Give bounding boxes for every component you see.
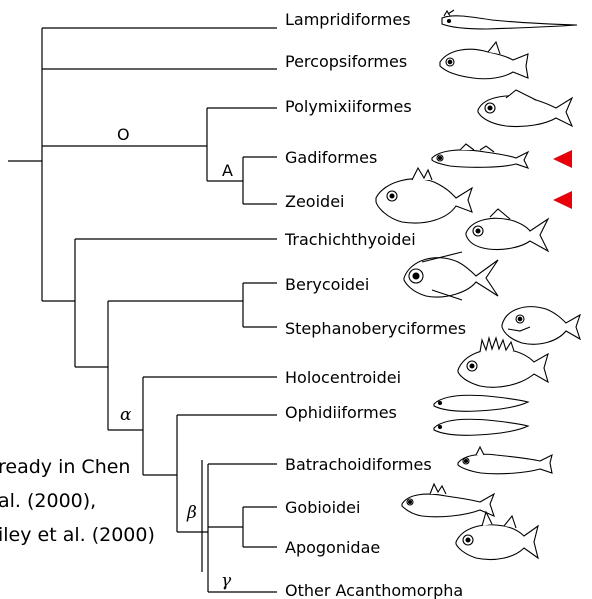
taxon-label: Trachichthyoidei xyxy=(284,230,416,249)
taxon-label: Polymixiiformes xyxy=(285,97,412,116)
fish-icon xyxy=(458,447,552,474)
taxon-label: Gobioidei xyxy=(285,498,360,517)
taxon-label: Holocentroidei xyxy=(285,368,401,387)
taxon-label: Percopsiformes xyxy=(285,52,407,71)
fish-icon xyxy=(376,168,472,223)
fish-icon xyxy=(440,42,528,79)
marker-triangle-icon xyxy=(553,191,572,209)
taxon-label: Gadiformes xyxy=(285,148,377,167)
fish-icon xyxy=(402,484,494,517)
note-line: al. (2000), xyxy=(0,490,96,512)
taxon-label: Zeoidei xyxy=(285,192,344,211)
fish-icon xyxy=(456,512,538,560)
node-label-O: O xyxy=(117,125,130,144)
taxon-label: Batrachoidiformes xyxy=(285,455,432,474)
fish-icon xyxy=(404,252,498,300)
node-label-beta: β xyxy=(186,503,197,523)
node-label-alpha: α xyxy=(120,405,132,425)
fish-icon xyxy=(434,419,528,435)
fish-icon xyxy=(458,338,548,387)
taxon-label: Ophidiiformes xyxy=(285,403,397,422)
node-label-gamma: γ xyxy=(221,571,232,591)
taxon-label: Stephanoberyciformes xyxy=(285,319,466,338)
taxon-label: Lampridiformes xyxy=(285,10,411,29)
fish-icon xyxy=(434,395,528,411)
fish-icon xyxy=(466,209,548,251)
taxon-label: Apogonidae xyxy=(285,538,380,557)
fish-icon xyxy=(442,10,577,29)
marker-triangle-icon xyxy=(553,150,572,168)
fish-icon xyxy=(478,90,572,127)
fish-icon xyxy=(432,144,528,168)
taxon-label: Other Acanthomorpha xyxy=(285,581,463,599)
fish-icon xyxy=(502,307,580,345)
node-label-A: A xyxy=(222,161,233,180)
note-line: ready in Chen xyxy=(0,456,130,478)
note-line: iley et al. (2000) xyxy=(0,524,155,546)
taxon-label: Berycoidei xyxy=(285,275,369,294)
